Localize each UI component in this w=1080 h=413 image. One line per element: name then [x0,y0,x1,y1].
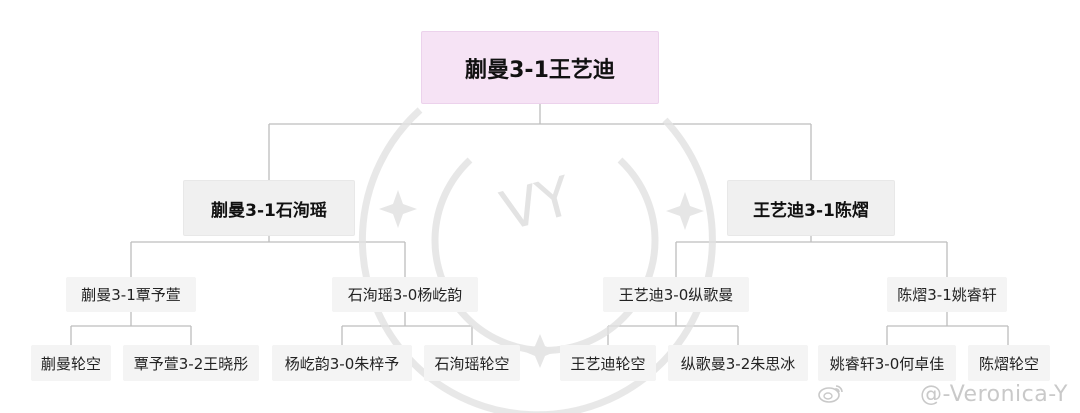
quarterfinal-node: 石洵瑶3-0杨屹韵 [332,277,478,312]
round16-node: 陈熠轮空 [968,345,1050,381]
semifinal-result: 王艺迪3-1陈熠 [753,200,869,221]
round16-node: 覃予萱3-2王晓彤 [123,345,259,381]
round16-result: 姚睿轩3-0何卓佳 [829,354,945,373]
connector-qf-1 [70,312,192,345]
connector-qf-3 [607,312,739,345]
watermark-credit: @-Veronica-Y [920,382,1068,407]
round16-node: 蒯曼轮空 [31,345,111,381]
connector-semi-right [675,236,948,277]
final-node: 蒯曼3-1王艺迪 [421,31,659,104]
semifinal-result: 蒯曼3-1石洵瑶 [211,200,327,221]
quarterfinal-result: 石洵瑶3-0杨屹韵 [347,286,463,304]
round16-node: 石洵瑶轮空 [424,345,520,381]
round16-node: 杨屹韵3-0朱梓予 [272,345,412,381]
round16-node: 姚睿轩3-0何卓佳 [818,345,956,381]
round16-result: 杨屹韵3-0朱梓予 [284,354,400,373]
round16-result: 覃予萱3-2王晓彤 [133,354,249,373]
round16-result: 蒯曼轮空 [40,354,101,373]
connector-qf-4 [886,312,1009,345]
quarterfinal-result: 蒯曼3-1覃予萱 [81,286,181,304]
weibo-icon [818,385,843,403]
round16-result: 纵歌曼3-2朱思冰 [680,354,796,373]
semifinal-node-left: 蒯曼3-1石洵瑶 [183,180,355,236]
round16-result: 王艺迪轮空 [570,354,646,373]
quarterfinal-node: 蒯曼3-1覃予萱 [66,277,196,312]
round16-result: 石洵瑶轮空 [434,354,510,373]
round16-node: 纵歌曼3-2朱思冰 [668,345,808,381]
connector-semi-left [130,236,406,277]
quarterfinal-result: 陈熠3-1姚睿轩 [897,286,997,304]
quarterfinal-node: 王艺迪3-0纵歌曼 [603,277,749,312]
round16-result: 陈熠轮空 [978,354,1039,373]
connector-qf-2 [341,312,473,345]
connector-root [268,104,812,180]
quarterfinal-result: 王艺迪3-0纵歌曼 [618,286,734,304]
quarterfinal-node: 陈熠3-1姚睿轩 [887,277,1007,312]
final-result: 蒯曼3-1王艺迪 [465,57,615,83]
semifinal-node-right: 王艺迪3-1陈熠 [727,180,895,236]
round16-node: 王艺迪轮空 [560,345,656,381]
